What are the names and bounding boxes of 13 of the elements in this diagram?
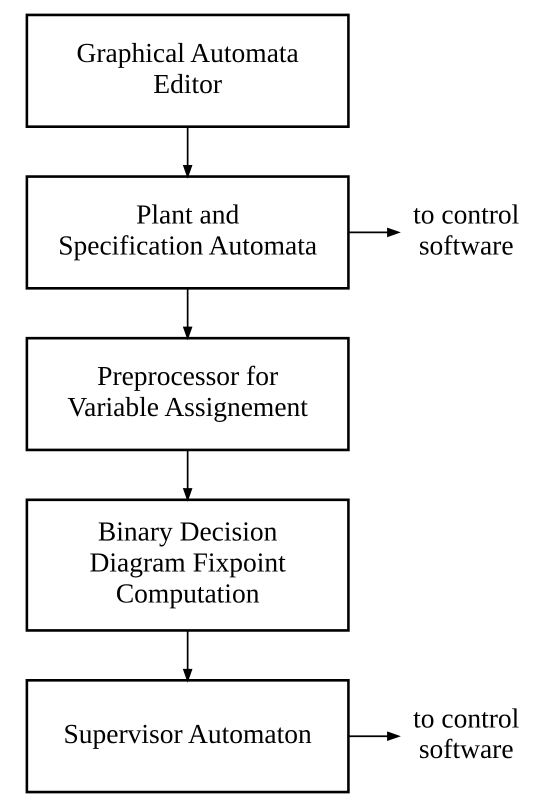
node-text: to control software (412, 198, 519, 260)
node-box: Plant and Specification Automata (25, 175, 350, 290)
arrow (182, 126, 192, 179)
arrow (348, 731, 400, 742)
node-box: Graphical Automata Editor (25, 14, 350, 128)
node-box: Preprocessor for Variable Assignement (25, 336, 350, 452)
arrow (182, 630, 192, 683)
arrow (182, 288, 192, 340)
node-box: Binary Decision Diagram Fixpoint Computation (25, 498, 350, 632)
arrow (348, 228, 400, 238)
arrow (182, 450, 192, 502)
node-box: Supervisor Automaton (25, 679, 350, 794)
node-text: to control software (412, 702, 519, 764)
